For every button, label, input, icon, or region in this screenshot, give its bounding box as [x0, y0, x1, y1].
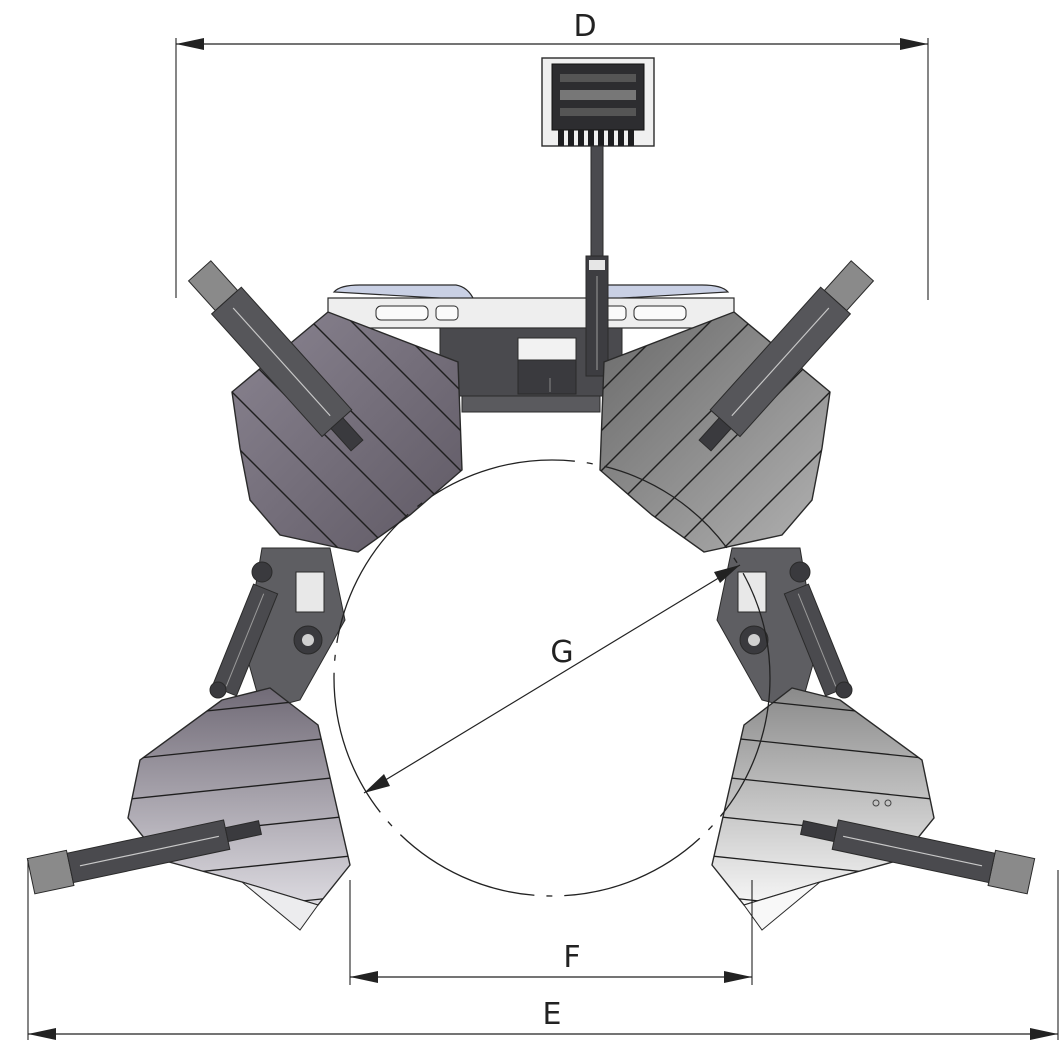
dimension-e-label: E: [543, 997, 562, 1032]
left-linkage: [209, 547, 346, 711]
dimension-d: [175, 38, 929, 300]
dimension-d-label: D: [573, 9, 596, 44]
pipe-circle: [333, 459, 771, 897]
dimension-e: [27, 860, 1059, 1040]
dimension-g-label: G: [550, 635, 573, 670]
lower-left-actuator: [26, 819, 263, 895]
upper-left-actuator: [187, 260, 364, 452]
dimension-f-label: F: [563, 940, 580, 975]
lower-right-actuator: [799, 819, 1036, 895]
dimension-f: [349, 880, 753, 985]
upper-right-actuator: [698, 260, 875, 452]
control-box: [541, 57, 655, 147]
dimension-g: [363, 564, 741, 794]
right-linkage: [716, 547, 853, 711]
vertical-mast: [585, 145, 609, 377]
lower-left-shoe: [127, 687, 351, 931]
lower-right-shoe: [711, 687, 935, 931]
